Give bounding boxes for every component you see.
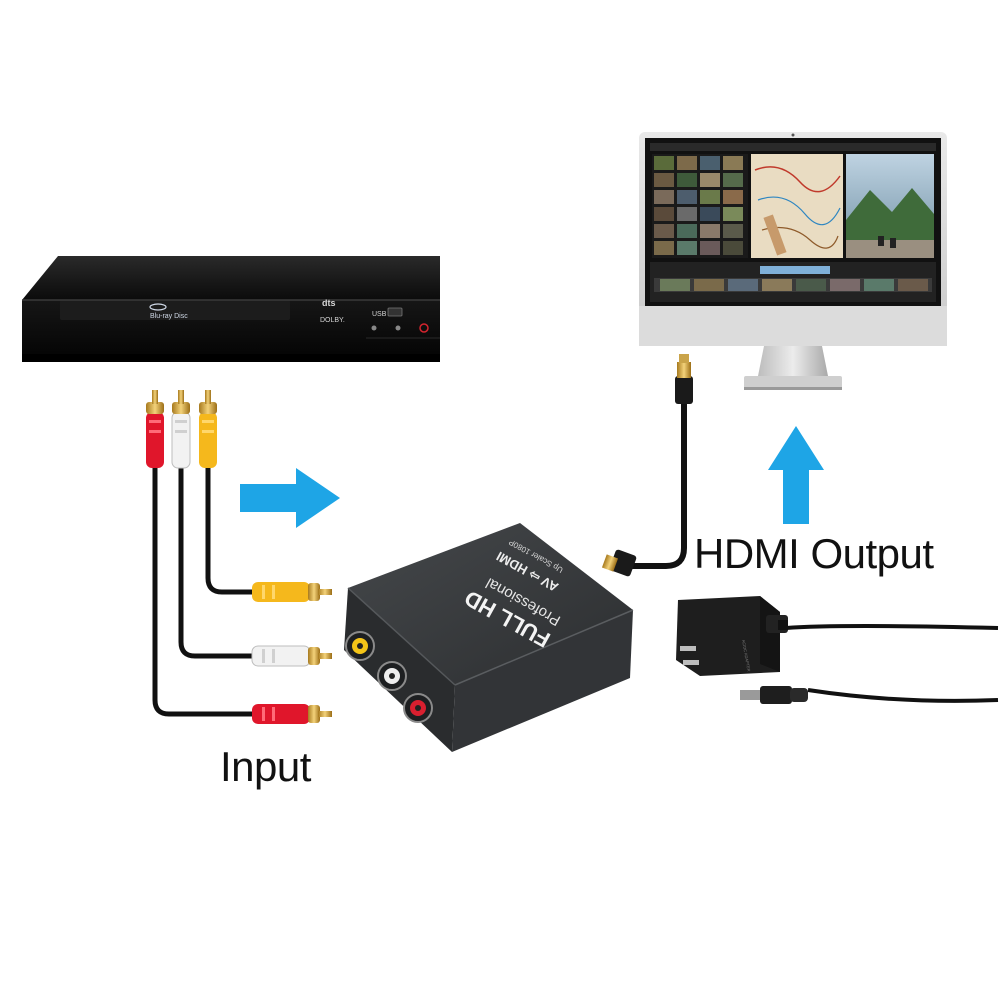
monitor <box>639 132 947 390</box>
arrow-up-icon <box>768 426 824 524</box>
dts-badge: dts <box>322 298 336 308</box>
power-button-icon <box>419 323 429 333</box>
rca-plug-white-top <box>171 390 191 469</box>
usb-port <box>387 307 403 317</box>
dolby-badge: DOLBY. <box>320 317 345 324</box>
adapter-prongs <box>680 646 699 665</box>
bluray-disc-icon <box>149 303 167 311</box>
hdmi-cable <box>601 354 693 577</box>
rca-jack-white <box>377 661 407 691</box>
bluray-logo: Blu-ray Disc <box>150 313 188 320</box>
monitor-screen <box>650 143 936 302</box>
rca-plug-red-side <box>252 704 332 724</box>
adapter-label: AC/DC ADAPTER <box>741 639 752 672</box>
input-label: Input <box>220 743 311 790</box>
rca-plug-white-side <box>251 645 332 667</box>
rca-plug-yellow-top <box>199 390 217 468</box>
usb-badge: USB <box>372 311 387 318</box>
hdmi-plug-top <box>675 376 693 404</box>
dc-barrel-plug <box>740 686 808 704</box>
power-adapter: AC/DC ADAPTER <box>676 596 999 704</box>
rca-jack-red <box>403 693 433 723</box>
hdmi-plug-bottom <box>609 549 637 577</box>
rca-jack-yellow <box>345 631 375 661</box>
rca-plug-red-top <box>146 390 164 468</box>
rca-cable-bundle <box>146 390 332 724</box>
hdmi-output-label: HDMI Output <box>694 530 934 577</box>
arrow-right-icon <box>240 468 340 528</box>
rca-plug-yellow-side <box>252 582 332 602</box>
player-buttons <box>371 323 429 333</box>
av-to-hdmi-converter: FULL HD Professional AV ⇨ HDMI Up Scaler… <box>344 523 634 752</box>
bluray-player: Blu-ray Disc dts DOLBY. USB <box>22 256 440 362</box>
